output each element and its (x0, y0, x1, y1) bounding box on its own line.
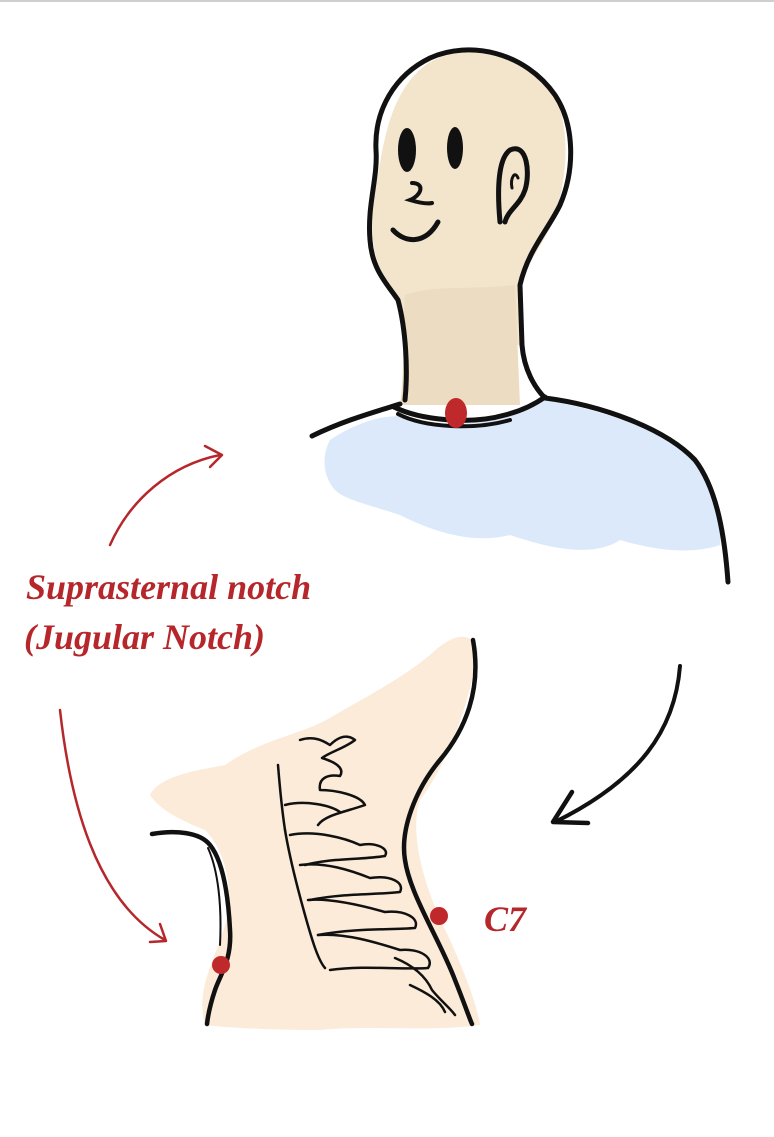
front-view-figure (309, 47, 731, 585)
red-arrow-head-front (203, 444, 224, 469)
c7-label: C7 (484, 899, 527, 939)
shirt-collar (391, 394, 548, 423)
head-skin-fill (372, 51, 566, 346)
side-nape-outline (401, 637, 478, 1027)
top-border (0, 0, 774, 2)
suprasternal-notch-dot (445, 398, 467, 428)
red-arrow-to-side-view (58, 708, 167, 942)
suprasternal-notch-label: Suprasternal notch (26, 567, 312, 607)
side-view-figure (149, 636, 480, 1030)
ear-inner-icon (510, 173, 520, 190)
jugular-notch-label: (Jugular Notch) (24, 617, 266, 657)
nose-icon (404, 181, 434, 206)
annotation-arrows (58, 444, 682, 944)
c7-vertebra-dot (430, 907, 448, 925)
neck-shade (400, 285, 520, 405)
left-eye-icon (398, 128, 416, 172)
head-outline (366, 47, 574, 403)
red-arrow-head-side (148, 922, 168, 944)
black-arrow-head (550, 789, 591, 826)
black-arrow-transition (553, 664, 682, 824)
right-eye-icon (447, 127, 463, 169)
red-arrow-to-front-view (108, 453, 222, 547)
shirt-fill (324, 400, 721, 551)
right-shoulder-outline (542, 395, 731, 585)
left-shoulder-outline (309, 401, 403, 439)
side-throat-outline (149, 829, 233, 1027)
cervical-spine-icon (276, 735, 457, 1017)
side-throat-inner-line (207, 847, 222, 946)
ear-icon (496, 146, 530, 225)
side-suprasternal-notch-dot (212, 956, 230, 974)
mouth-icon (390, 219, 441, 243)
